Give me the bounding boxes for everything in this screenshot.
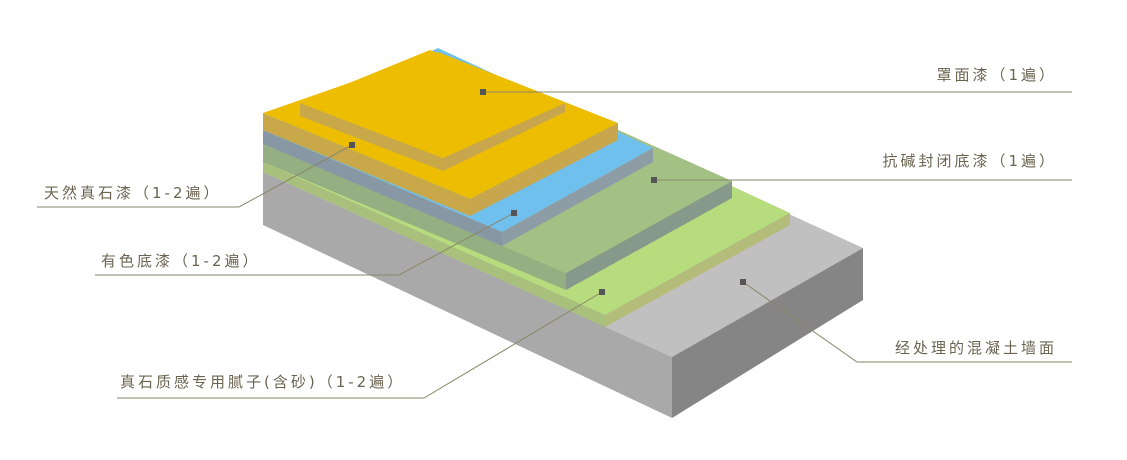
topcoat-side-face [443,103,565,171]
concrete-front-face [263,172,672,418]
putty-front-face [263,162,605,327]
stone-paint-front-face [263,113,470,216]
primer-side-face [502,148,653,246]
label-concrete-wall: 经处理的混凝土墙面 [894,339,1057,357]
leader-line-putty [117,291,603,399]
topcoat-top-face [300,50,565,158]
label-colored-primer: 有色底漆（1-2遍） [101,252,261,270]
primer-front-face [263,130,502,246]
marker-stone-paint [349,142,355,148]
label-stone-paint: 天然真石漆（1-2遍） [44,184,222,202]
leader-line-colored-primer [95,212,515,276]
concrete-side-face [672,248,863,418]
leader-line-stone-paint [37,144,353,208]
marker-putty [599,289,605,295]
marker-concrete [740,279,746,285]
sealer-side-face [566,181,732,290]
label-alkali-sealer: 抗碱封闭底漆（1遍） [882,152,1057,170]
label-putty: 真石质感专用腻子(含砂)（1-2遍） [120,373,406,391]
marker-alkali-sealer [651,177,657,183]
marker-topcoat [480,89,486,95]
topcoat-slab [300,50,565,171]
sealer-front-face [263,144,566,290]
stone-paint-side-face [470,123,618,216]
label-topcoat: 罩面漆（1遍） [936,66,1057,84]
putty-side-face [605,213,790,327]
topcoat-front-face [300,103,443,171]
leader-line-concrete [742,281,1072,363]
marker-colored-primer [511,210,517,216]
